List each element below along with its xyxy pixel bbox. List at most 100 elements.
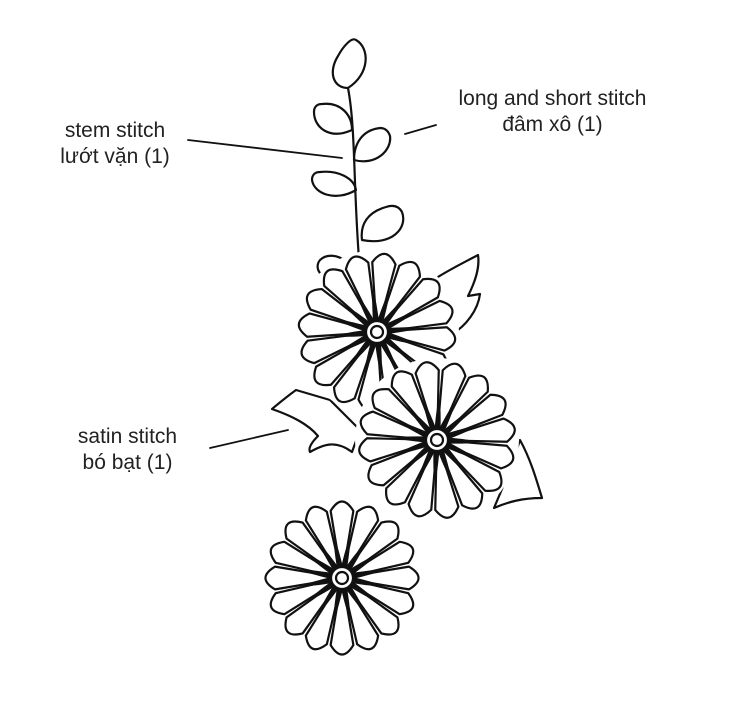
- petal-inner: [405, 424, 429, 438]
- petal-outer: [304, 585, 342, 651]
- petal-inner: [424, 406, 436, 431]
- flower-middle: [355, 358, 519, 522]
- petal-inner: [349, 581, 371, 598]
- petal-inner: [438, 449, 450, 474]
- petal-outer: [305, 287, 371, 331]
- petal-inner: [421, 448, 435, 472]
- petal-outer: [434, 448, 460, 519]
- petal-outer: [358, 437, 429, 463]
- petal-outer: [346, 582, 400, 636]
- right-upper-leaf: [428, 253, 482, 336]
- petal-inner: [372, 297, 379, 322]
- petal-inner: [313, 581, 335, 598]
- petal-inner: [445, 442, 469, 456]
- petal-outer: [414, 361, 440, 432]
- petal-inner: [379, 340, 395, 364]
- long-short-stitch-label: long and short stitch đâm xô (1): [430, 86, 675, 138]
- flower-center-inner: [369, 324, 385, 340]
- long-short-stitch-label-en: long and short stitch: [458, 87, 647, 110]
- petal-inner: [365, 341, 377, 366]
- petal-inner: [359, 300, 375, 324]
- leader-lines: [187, 124, 437, 449]
- petal-outer: [264, 565, 334, 591]
- petal-outer: [269, 540, 335, 578]
- petal-outer: [385, 326, 457, 352]
- petal-outer: [445, 417, 516, 443]
- petal-outer: [385, 445, 434, 506]
- petal-inner: [345, 549, 362, 571]
- petal-outer: [371, 388, 432, 437]
- petal-outer: [332, 338, 376, 404]
- left-leaf-2: [310, 170, 358, 197]
- left-leaf-1: [312, 102, 354, 135]
- petal-inner: [403, 441, 428, 453]
- petal-inner: [381, 304, 400, 326]
- petal-inner: [354, 338, 373, 360]
- petal-inner: [349, 558, 371, 575]
- petal-outer: [349, 540, 415, 578]
- satin-stitch-leader: [209, 429, 289, 449]
- petal-inner: [375, 342, 382, 367]
- petal-inner: [334, 544, 343, 568]
- petal-outer: [390, 370, 435, 434]
- petal-inner: [443, 416, 464, 435]
- petal-inner: [345, 334, 369, 350]
- right-leaf-2: [360, 204, 405, 243]
- petal-inner: [342, 330, 367, 337]
- satin-stitch-label-vi: bó bạt (1): [82, 451, 173, 474]
- flower-center-inner: [334, 570, 350, 586]
- petal-outer: [297, 312, 369, 338]
- petal-inner: [322, 585, 339, 607]
- top-leaf: [331, 38, 367, 90]
- stem-stitch-label-vi: lướt vặn (1): [60, 145, 170, 168]
- petal-inner: [413, 413, 432, 434]
- petal-inner: [308, 577, 332, 586]
- satin-stitch-label: satin stitch bó bạt (1): [55, 424, 200, 476]
- petal-inner: [343, 320, 368, 332]
- petal-inner: [385, 314, 409, 330]
- petal-outer: [322, 268, 374, 327]
- petal-inner: [383, 336, 405, 355]
- petal-inner: [447, 437, 472, 444]
- petal-inner: [387, 327, 412, 334]
- stem: [346, 86, 362, 274]
- petal-outer: [344, 255, 378, 325]
- petal-inner: [442, 446, 461, 467]
- petal-inner: [322, 549, 339, 571]
- petal-inner: [308, 570, 332, 579]
- long-short-stitch-label-vi: đâm xô (1): [502, 113, 603, 136]
- petal-outer: [359, 410, 430, 441]
- petal-outer: [346, 520, 400, 574]
- right-lower-leaf: [492, 438, 544, 510]
- left-satin-leaf: [270, 388, 362, 454]
- petal-outer: [444, 439, 515, 470]
- petal-outer: [442, 443, 503, 492]
- petal-inner: [446, 427, 471, 439]
- petal-outer: [313, 335, 372, 387]
- petal-outer: [342, 585, 380, 651]
- stem-stitch-label: stem stitch lướt vặn (1): [45, 118, 185, 170]
- petal-inner: [345, 585, 362, 607]
- stem-stitch-label-en: stem stitch: [64, 119, 166, 142]
- petal-outer: [367, 442, 431, 487]
- petal-outer: [443, 393, 507, 438]
- petal-inner: [349, 309, 371, 328]
- petal-outer: [436, 362, 467, 433]
- petal-inner: [377, 298, 389, 323]
- petal-inner: [352, 570, 376, 579]
- flower-center: [329, 565, 355, 591]
- petal-inner: [439, 408, 453, 432]
- flower-center: [364, 319, 390, 345]
- right-leaf-1: [352, 126, 392, 163]
- petal-outer: [329, 586, 355, 656]
- petal-outer: [284, 520, 338, 574]
- petal-outer: [382, 277, 441, 329]
- flower-center: [424, 427, 450, 453]
- petal-outer: [269, 578, 335, 616]
- petal-outer: [378, 260, 422, 326]
- petal-outer: [342, 505, 380, 571]
- petal-outer: [407, 447, 438, 518]
- petal-inner: [386, 332, 411, 344]
- flowers: [262, 250, 519, 658]
